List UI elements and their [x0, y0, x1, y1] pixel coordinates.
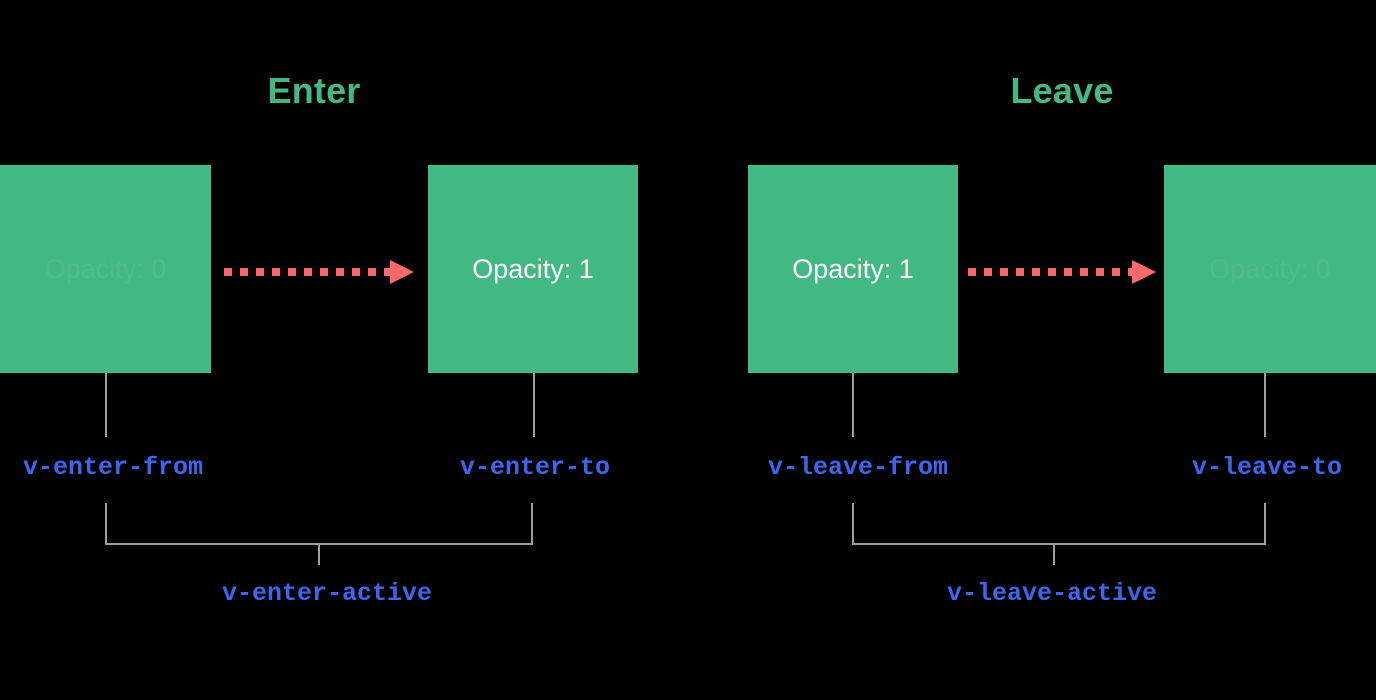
enter-from-connector	[105, 373, 107, 437]
leave-active-bracket	[852, 503, 1266, 545]
leave-to-box: Opacity: 0	[1164, 165, 1376, 373]
leave-from-class-label: v-leave-from	[767, 453, 949, 482]
enter-from-box-label: Opacity: 0	[44, 253, 167, 284]
leave-transition-arrow-icon	[968, 260, 1158, 284]
leave-active-class-label: v-leave-active	[946, 579, 1158, 608]
leave-to-class-label: v-leave-to	[1191, 453, 1343, 482]
enter-to-box-label: Opacity: 1	[472, 253, 594, 284]
leave-active-bracket-stem	[1053, 543, 1055, 565]
enter-to-connector	[533, 373, 535, 437]
leave-from-box: Opacity: 1	[748, 165, 958, 373]
enter-active-bracket	[105, 503, 533, 545]
leave-to-box-label: Opacity: 0	[1209, 253, 1331, 284]
leave-from-box-label: Opacity: 1	[792, 253, 914, 284]
leave-phase-title: Leave	[1010, 70, 1114, 111]
enter-transition-arrow-icon	[224, 260, 416, 284]
enter-to-class-label: v-enter-to	[459, 453, 611, 482]
enter-active-bracket-stem	[318, 543, 320, 565]
enter-to-box: Opacity: 1	[428, 165, 638, 373]
leave-from-connector	[852, 373, 854, 437]
enter-from-box: Opacity: 0	[0, 165, 211, 373]
leave-to-connector	[1264, 373, 1266, 437]
enter-phase-title: Enter	[267, 70, 361, 111]
enter-active-class-label: v-enter-active	[221, 579, 433, 608]
enter-from-class-label: v-enter-from	[22, 453, 204, 482]
